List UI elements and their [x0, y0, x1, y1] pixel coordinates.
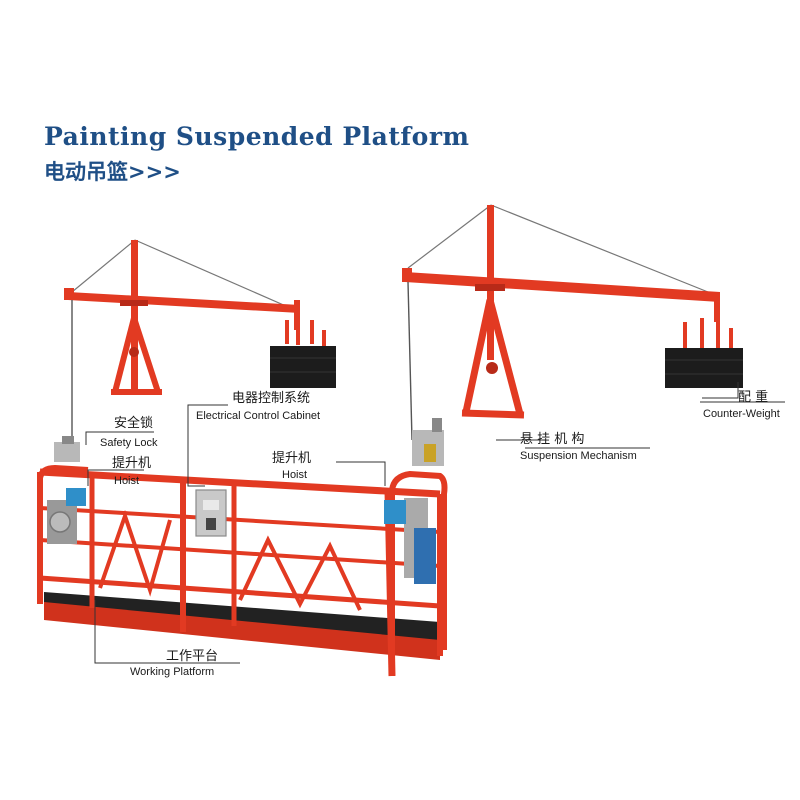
- label-electrical-cabinet-en: Electrical Control Cabinet: [196, 410, 321, 422]
- label-counter-weight-cn: 配 重: [738, 390, 769, 405]
- label-suspension-en: Suspension Mechanism: [520, 450, 637, 462]
- label-working-platform-cn: 工作平台: [166, 649, 219, 664]
- label-working-platform-en: Working Platform: [130, 666, 215, 678]
- working-platform: [37, 418, 448, 677]
- leader-hoist-left: [87, 469, 144, 486]
- left-counter-weights: [270, 320, 336, 388]
- leader-safety-lock: [85, 431, 154, 445]
- leader-hoist-right: [336, 461, 386, 486]
- title-chinese: 电动吊篮>>>: [44, 160, 181, 184]
- left-suspension-mechanism: [64, 239, 336, 440]
- leader-electrical-cabinet: [187, 404, 228, 487]
- right-safety-lock: [412, 418, 444, 466]
- left-safety-lock: [54, 436, 80, 462]
- label-suspension-cn: 悬 挂 机 构: [520, 432, 585, 447]
- right-counter-weights: [665, 318, 743, 388]
- label-hoist-left-cn: 提升机: [112, 456, 152, 471]
- right-hoist: [384, 498, 436, 584]
- leader-lines: [85, 382, 785, 664]
- left-hoist: [47, 488, 86, 544]
- leader-counter-weight: [702, 382, 739, 399]
- label-safety-lock-en: Safety Lock: [100, 437, 158, 449]
- label-hoist-right-cn: 提升机: [272, 451, 312, 466]
- electrical-control-cabinet: [195, 489, 227, 537]
- label-hoist-left-en: Hoist: [114, 475, 140, 487]
- label-safety-lock-cn: 安全锁: [114, 416, 154, 431]
- label-hoist-right-en: Hoist: [282, 469, 308, 481]
- label-electrical-cabinet-cn: 电器控制系统: [232, 391, 311, 406]
- label-counter-weight-en: Counter-Weight: [703, 408, 780, 420]
- leader-working-platform: [94, 600, 240, 664]
- right-suspension-mechanism: [402, 204, 743, 441]
- title-english: Painting Suspended Platform: [44, 122, 470, 151]
